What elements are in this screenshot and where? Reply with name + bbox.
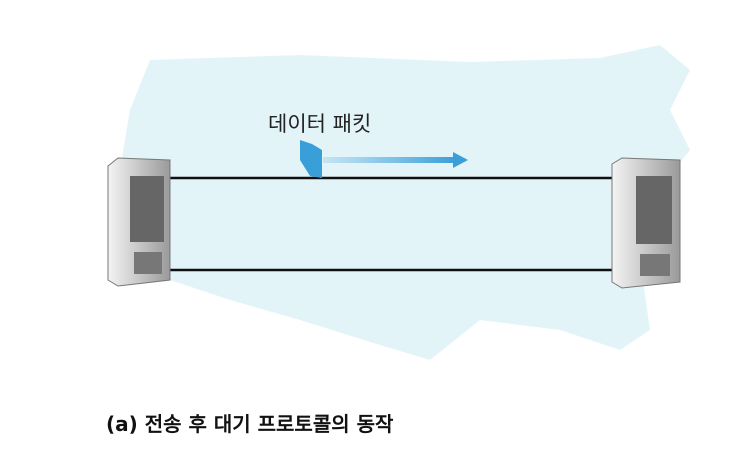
server-left-icon (107, 157, 171, 287)
data-packet-label: 데이터 패킷 (268, 112, 372, 136)
arrow-right-icon (323, 152, 468, 168)
server-right-icon (611, 157, 681, 289)
figure-caption: (a) 전송 후 대기 프로토콜의 동작 (106, 412, 394, 436)
us-map-background (120, 45, 690, 360)
data-packet (300, 140, 322, 178)
